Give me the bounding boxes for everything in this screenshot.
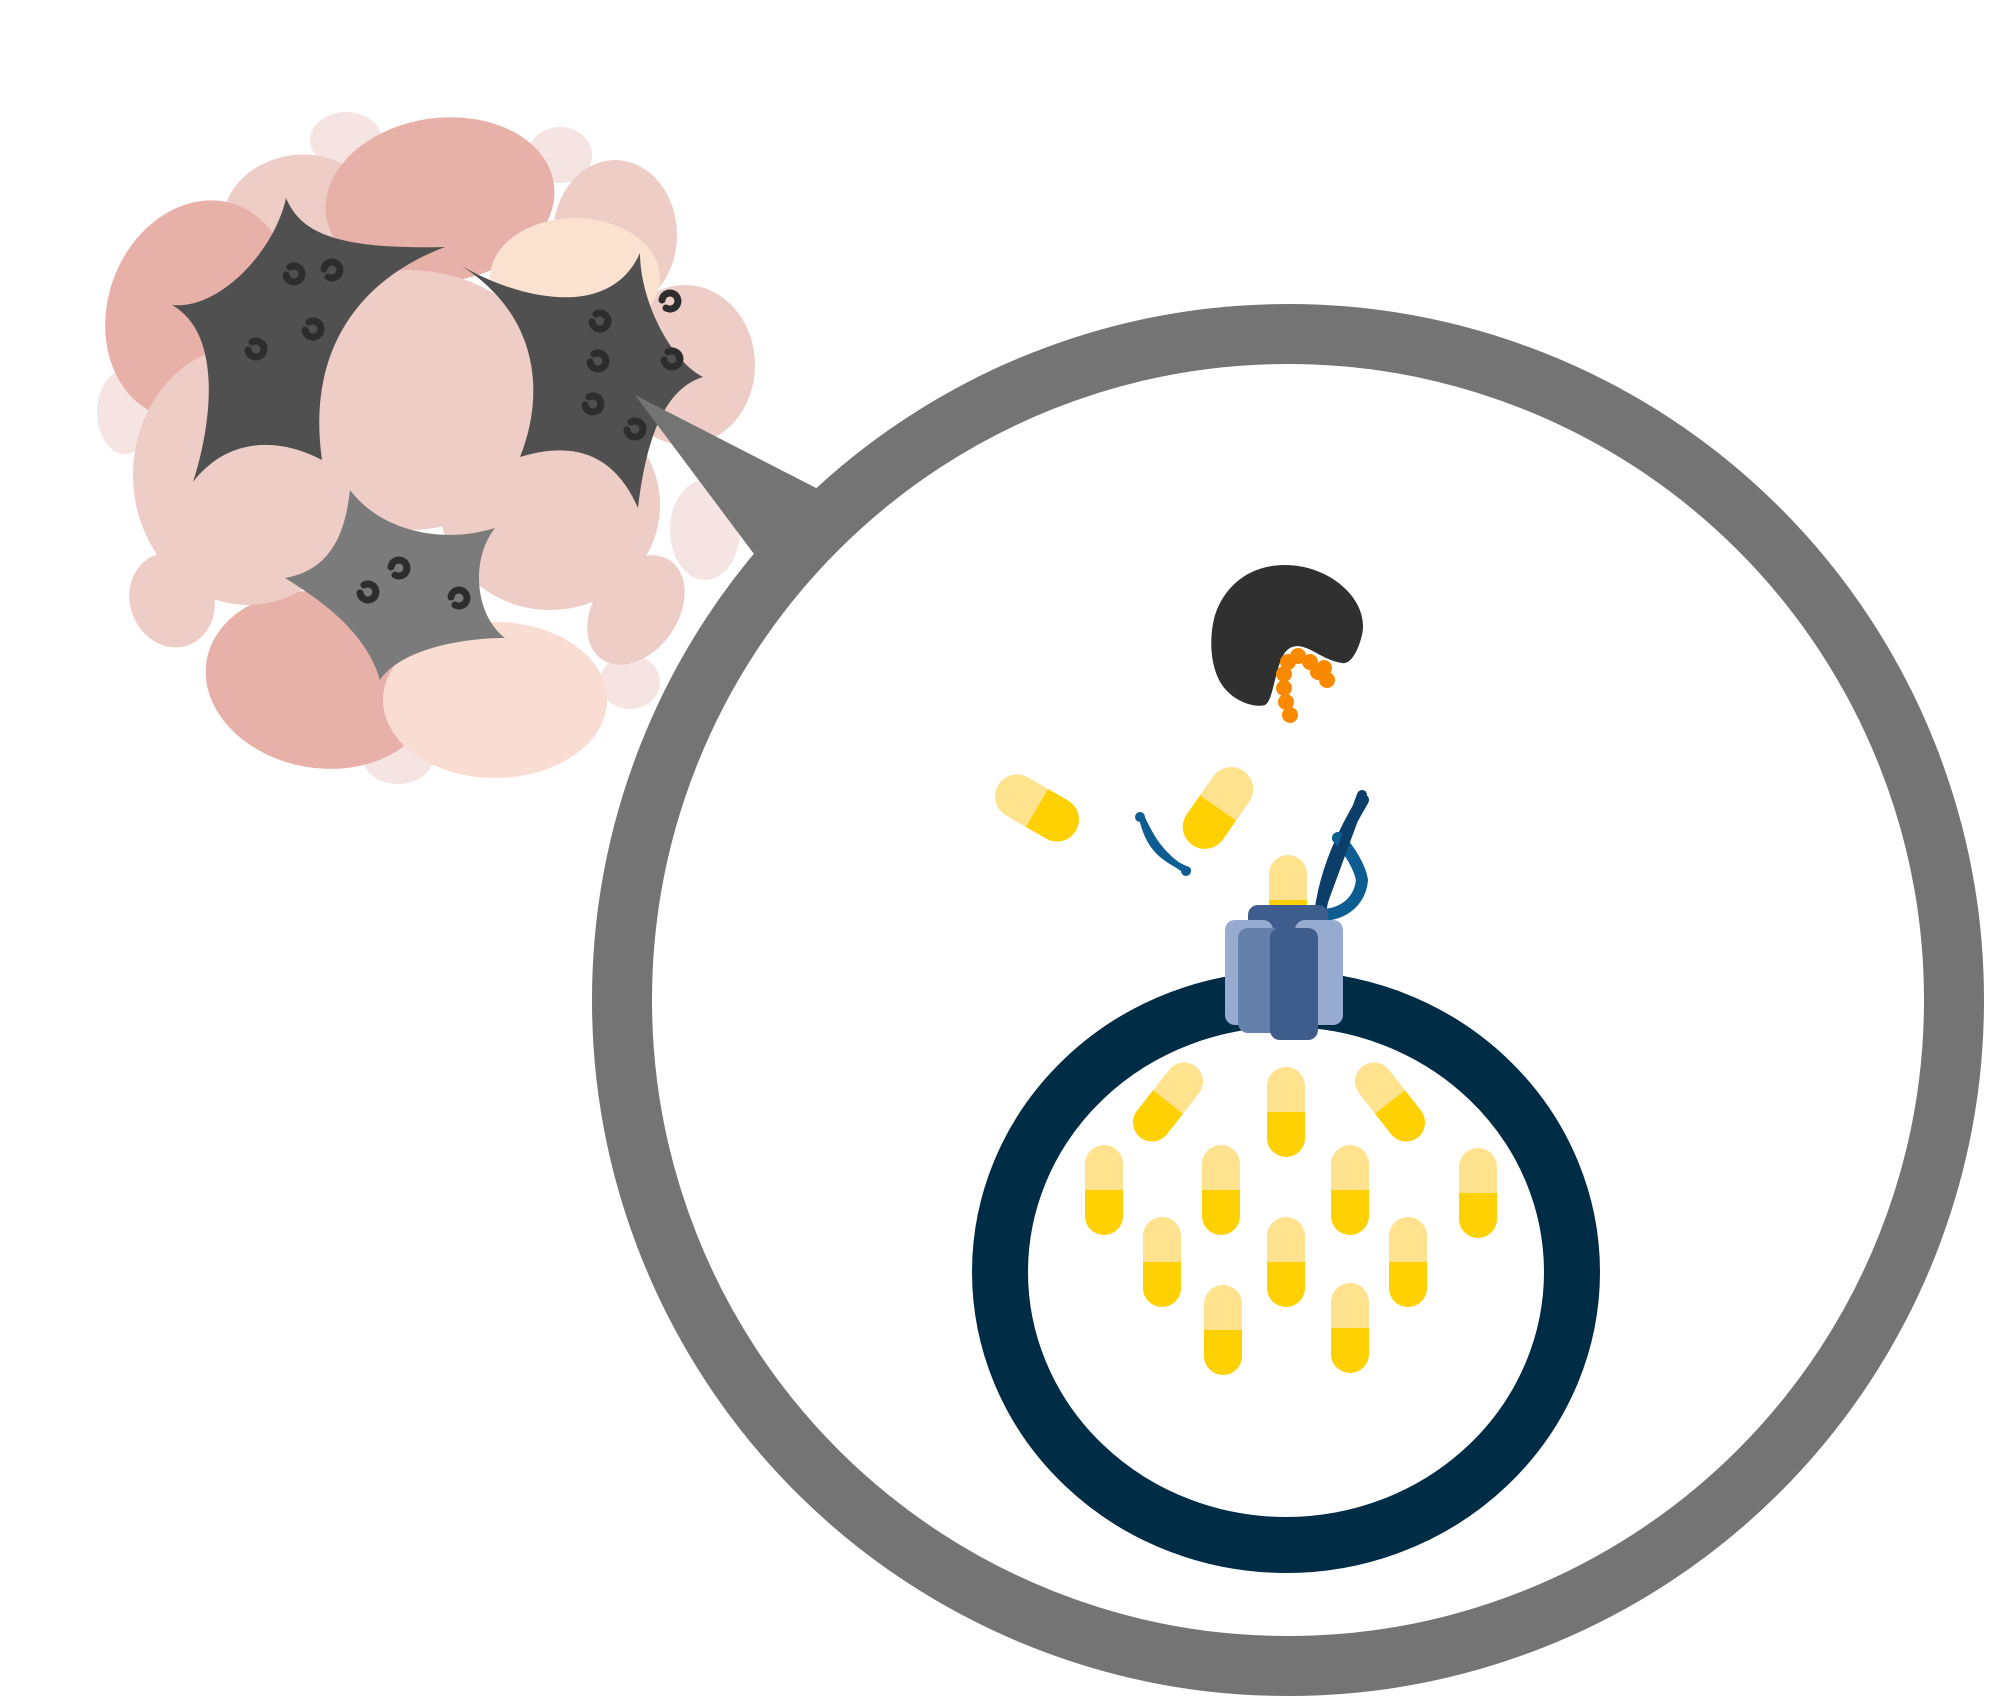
background-cell: [600, 655, 660, 709]
enzyme-body: [1211, 565, 1364, 706]
granule: [447, 586, 471, 610]
capsule-icon: [1202, 1145, 1240, 1235]
star-cell: [285, 490, 505, 680]
capsule-icon: [1331, 1145, 1369, 1235]
granule: [356, 580, 380, 604]
capsule-icon: [1182, 767, 1254, 849]
cell: [325, 117, 555, 283]
granule: [320, 258, 344, 282]
capsule-icon: [1331, 1283, 1369, 1373]
capsule-icon: [1267, 1067, 1305, 1157]
capsule-icon: [1132, 1062, 1204, 1142]
granule: [623, 417, 647, 441]
capsule-icon: [1354, 1062, 1426, 1142]
enzyme: [1211, 565, 1364, 723]
capsule-icon: [1267, 1217, 1305, 1307]
channel: [1225, 855, 1343, 1040]
peptide-chain: [1276, 648, 1335, 723]
granule: [301, 317, 325, 341]
granule: [387, 556, 411, 580]
capsule-icon: [1085, 1145, 1123, 1235]
strands: [1135, 790, 1369, 921]
granule: [660, 347, 684, 371]
granule: [586, 349, 610, 373]
free-capsules: [995, 767, 1254, 849]
granules: [244, 258, 684, 610]
star-cell: [460, 253, 703, 508]
capsule-icon: [1204, 1285, 1242, 1375]
cell-cluster: [97, 112, 755, 784]
cell: [383, 622, 607, 778]
capsule-icon: [1143, 1217, 1181, 1307]
granule: [581, 392, 605, 416]
granule: [588, 309, 612, 333]
strand-icon: [1139, 815, 1188, 873]
star-cell: [172, 198, 445, 482]
strand-icon: [1313, 790, 1367, 920]
vesicle-capsules: [1085, 1062, 1497, 1375]
magnifier-pointer: [635, 395, 820, 562]
granule: [282, 262, 306, 286]
granule: [658, 289, 682, 313]
capsule-icon: [995, 774, 1079, 842]
capsule-icon: [1389, 1217, 1427, 1307]
granule: [244, 337, 268, 361]
capsule-icon: [1459, 1148, 1497, 1238]
strand-icon: [1314, 832, 1369, 921]
channel-subunit: [1270, 928, 1318, 1040]
